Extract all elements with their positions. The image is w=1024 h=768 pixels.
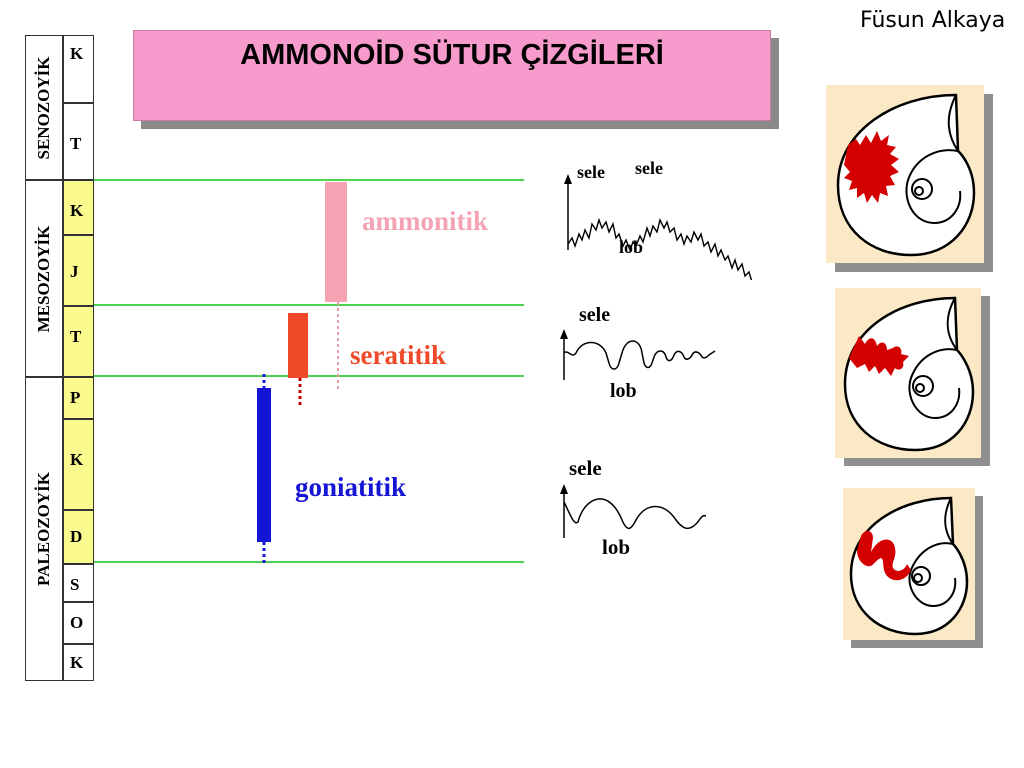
ammonitic-suture-sketch [564, 174, 753, 280]
period-label: K [70, 653, 84, 672]
period-mesozoic-k: K [63, 180, 94, 235]
era-paleozoyik: PALEOZOYİK [25, 377, 63, 681]
boundary-line [94, 304, 524, 306]
period-label: P [70, 388, 81, 407]
label-seratitik: seratitik [350, 340, 446, 370]
boundary-line [94, 561, 524, 563]
ceratitic-shell-image [835, 288, 981, 458]
period-label: O [70, 613, 84, 632]
ammonitic-shell-icon [836, 93, 976, 257]
period-label: D [70, 527, 83, 546]
period-paleozoic-d: D [63, 510, 94, 564]
ceratitic-shell-icon [843, 296, 975, 452]
ceratitic-suture-line [563, 340, 716, 370]
era-label-paleozoyik: PALEOZOYİK [34, 472, 53, 586]
era-mesozoyik: MESOZOYİK [25, 180, 63, 377]
period-label: K [70, 450, 84, 469]
goniatitic-shell-image [843, 488, 975, 640]
period-paleozoic-p: P [63, 377, 94, 419]
seratitik-range-bar [288, 313, 308, 378]
author-name: Füsun Alkaya [860, 8, 1006, 33]
ammonitic-suture-line [567, 217, 753, 280]
period-label: J [70, 262, 79, 281]
ammonitic-shell-image [826, 85, 984, 263]
period-label: S [70, 575, 80, 594]
period-paleozoic-k: K [63, 419, 94, 510]
title-box: AMMONOİD SÜTUR ÇİZGİLERİ [133, 30, 771, 121]
label-goniatitik: goniatitik [295, 472, 407, 502]
ammonitic-lob: lob [619, 237, 644, 257]
period-label: K [70, 44, 84, 63]
range-bars [257, 182, 347, 563]
era-label-senozoyik: SENOZOYİK [34, 56, 53, 159]
period-paleozoic-k2: K [63, 644, 94, 681]
era-senozoyik: SENOZOYİK [25, 35, 63, 180]
goniatitic-suture-line [563, 498, 706, 530]
period-paleozoic-s: S [63, 564, 94, 602]
period-cenozoic-k: K [63, 35, 94, 103]
ammonitic-sele-2: sele [635, 158, 663, 178]
period-paleozoic-o: O [63, 602, 94, 644]
page-title: AMMONOİD SÜTUR ÇİZGİLERİ [240, 39, 664, 71]
period-label: K [70, 201, 84, 220]
goniatitic-sele: sele [569, 456, 602, 480]
goniatitic-shell-icon [849, 496, 969, 636]
boundary-line [94, 179, 524, 181]
period-mesozoic-t: T [63, 306, 94, 377]
ammonitic-sele-1: sele [577, 162, 605, 182]
goniatitic-lob: lob [602, 535, 631, 559]
goniatitic-suture-sketch [560, 484, 706, 538]
period-label: T [70, 134, 82, 153]
ammonitik-range-bar [325, 182, 347, 302]
ceratitic-lob: lob [610, 380, 637, 402]
label-ammonitik: ammonitik [362, 206, 489, 236]
ceratitic-suture-sketch [560, 329, 716, 380]
period-cenozoic-t: T [63, 103, 94, 180]
goniatitik-range-bar [257, 388, 271, 542]
period-label: T [70, 327, 82, 346]
boundary-line [94, 375, 524, 377]
era-label-mesozoyik: MESOZOYİK [34, 225, 53, 332]
period-mesozoic-j: J [63, 235, 94, 306]
ceratitic-sele: sele [579, 304, 611, 326]
